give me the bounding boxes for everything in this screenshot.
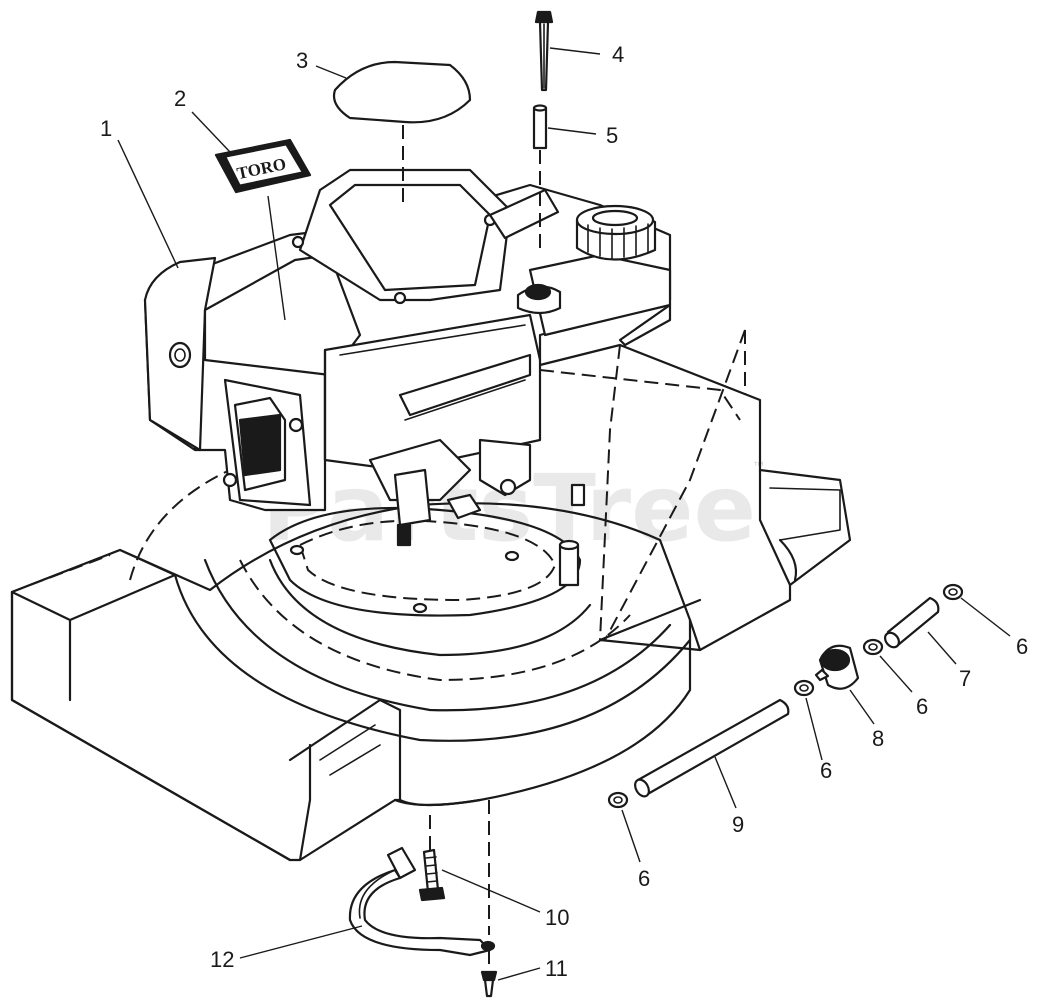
callout-8: 8 [872,726,884,751]
bolt [418,815,446,902]
engine [143,168,672,547]
callout-6b: 6 [916,694,928,719]
baffle [348,846,496,957]
short-hose [884,596,940,649]
callout-10: 10 [545,905,569,930]
hose-clamp [607,791,629,809]
callout-4: 4 [612,42,624,67]
callout-3: 3 [296,48,308,73]
callout-11: 11 [545,956,568,981]
callout-7: 7 [959,666,971,691]
hose-clamp [862,638,884,656]
leader-lines [117,47,1011,981]
air-filter-element [332,60,472,205]
fuel-filter [814,644,860,690]
callout-12: 12 [210,947,234,972]
callout-1: 1 [100,116,112,141]
long-hose [634,698,790,798]
callout-2: 2 [174,86,186,111]
callout-6d: 6 [638,866,650,891]
sleeve [532,104,548,255]
toro-decal: TORO [214,138,312,194]
screw [480,800,498,998]
callout-6c: 6 [820,758,832,783]
callout-6a: 6 [1016,634,1028,659]
callout-9: 9 [732,812,744,837]
hose-clamp [942,583,964,601]
hose-clamp [793,679,815,697]
callout-5: 5 [606,123,618,148]
rod [534,10,554,92]
